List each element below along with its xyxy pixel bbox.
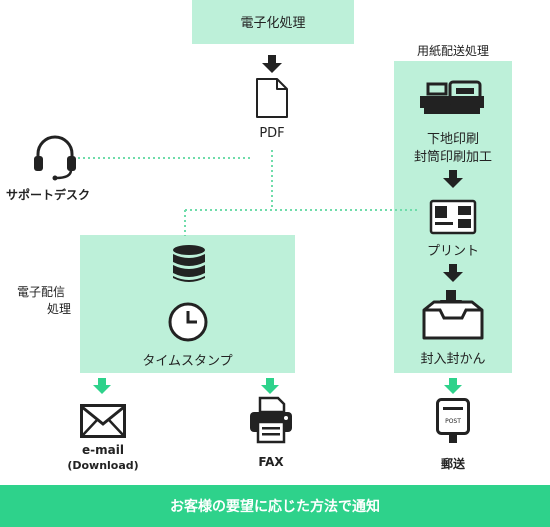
arrow-down-green-icon [261, 378, 279, 394]
printing-machine-icon [420, 80, 484, 114]
pdf-label: PDF [259, 126, 285, 141]
fax-label: FAX [258, 455, 284, 469]
printed-sheet-icon [429, 199, 477, 235]
headset-icon [34, 135, 76, 181]
envelope-icon [80, 404, 126, 438]
email-label: e-mail [82, 443, 124, 457]
download-label: (Download) [67, 459, 139, 472]
base-print-label: 下地印刷 [426, 132, 479, 147]
footer-label: お客様の要望に応じた方法で通知 [170, 499, 380, 515]
postal-label: 郵送 [440, 457, 465, 471]
timestamp-label: タイムスタンプ [142, 354, 233, 369]
envelope-print-label: 封筒印刷加工 [413, 150, 492, 165]
arrow-down-green-icon [444, 378, 462, 394]
arrow-down-icon [262, 55, 282, 73]
electronic-process-title-2: 処理 [47, 302, 72, 316]
electronic-process-title-1: 電子配信 [17, 285, 66, 299]
pdf-document-icon [256, 78, 288, 118]
digitization-label: 電子化処理 [240, 16, 306, 31]
arrow-down-icon [443, 264, 463, 282]
mail-process-title: 用紙配送処理 [416, 44, 489, 58]
digitization-box [192, 0, 354, 44]
print-label: プリント [426, 244, 479, 259]
fax-machine-icon [250, 396, 292, 444]
enclose-seal-label: 封入封かん [420, 352, 486, 367]
footer-banner: お客様の要望に応じた方法で通知 [0, 485, 550, 527]
enclosing-tray-icon [422, 290, 484, 340]
database-icon [173, 245, 205, 282]
post-stamp-text: POST [445, 418, 461, 425]
arrow-down-green-icon [93, 378, 111, 394]
mailbox-post-icon: POST [436, 398, 470, 443]
clock-icon [168, 302, 208, 342]
arrow-down-icon [443, 170, 463, 188]
support-desk-label: サポートデスク [6, 188, 91, 202]
